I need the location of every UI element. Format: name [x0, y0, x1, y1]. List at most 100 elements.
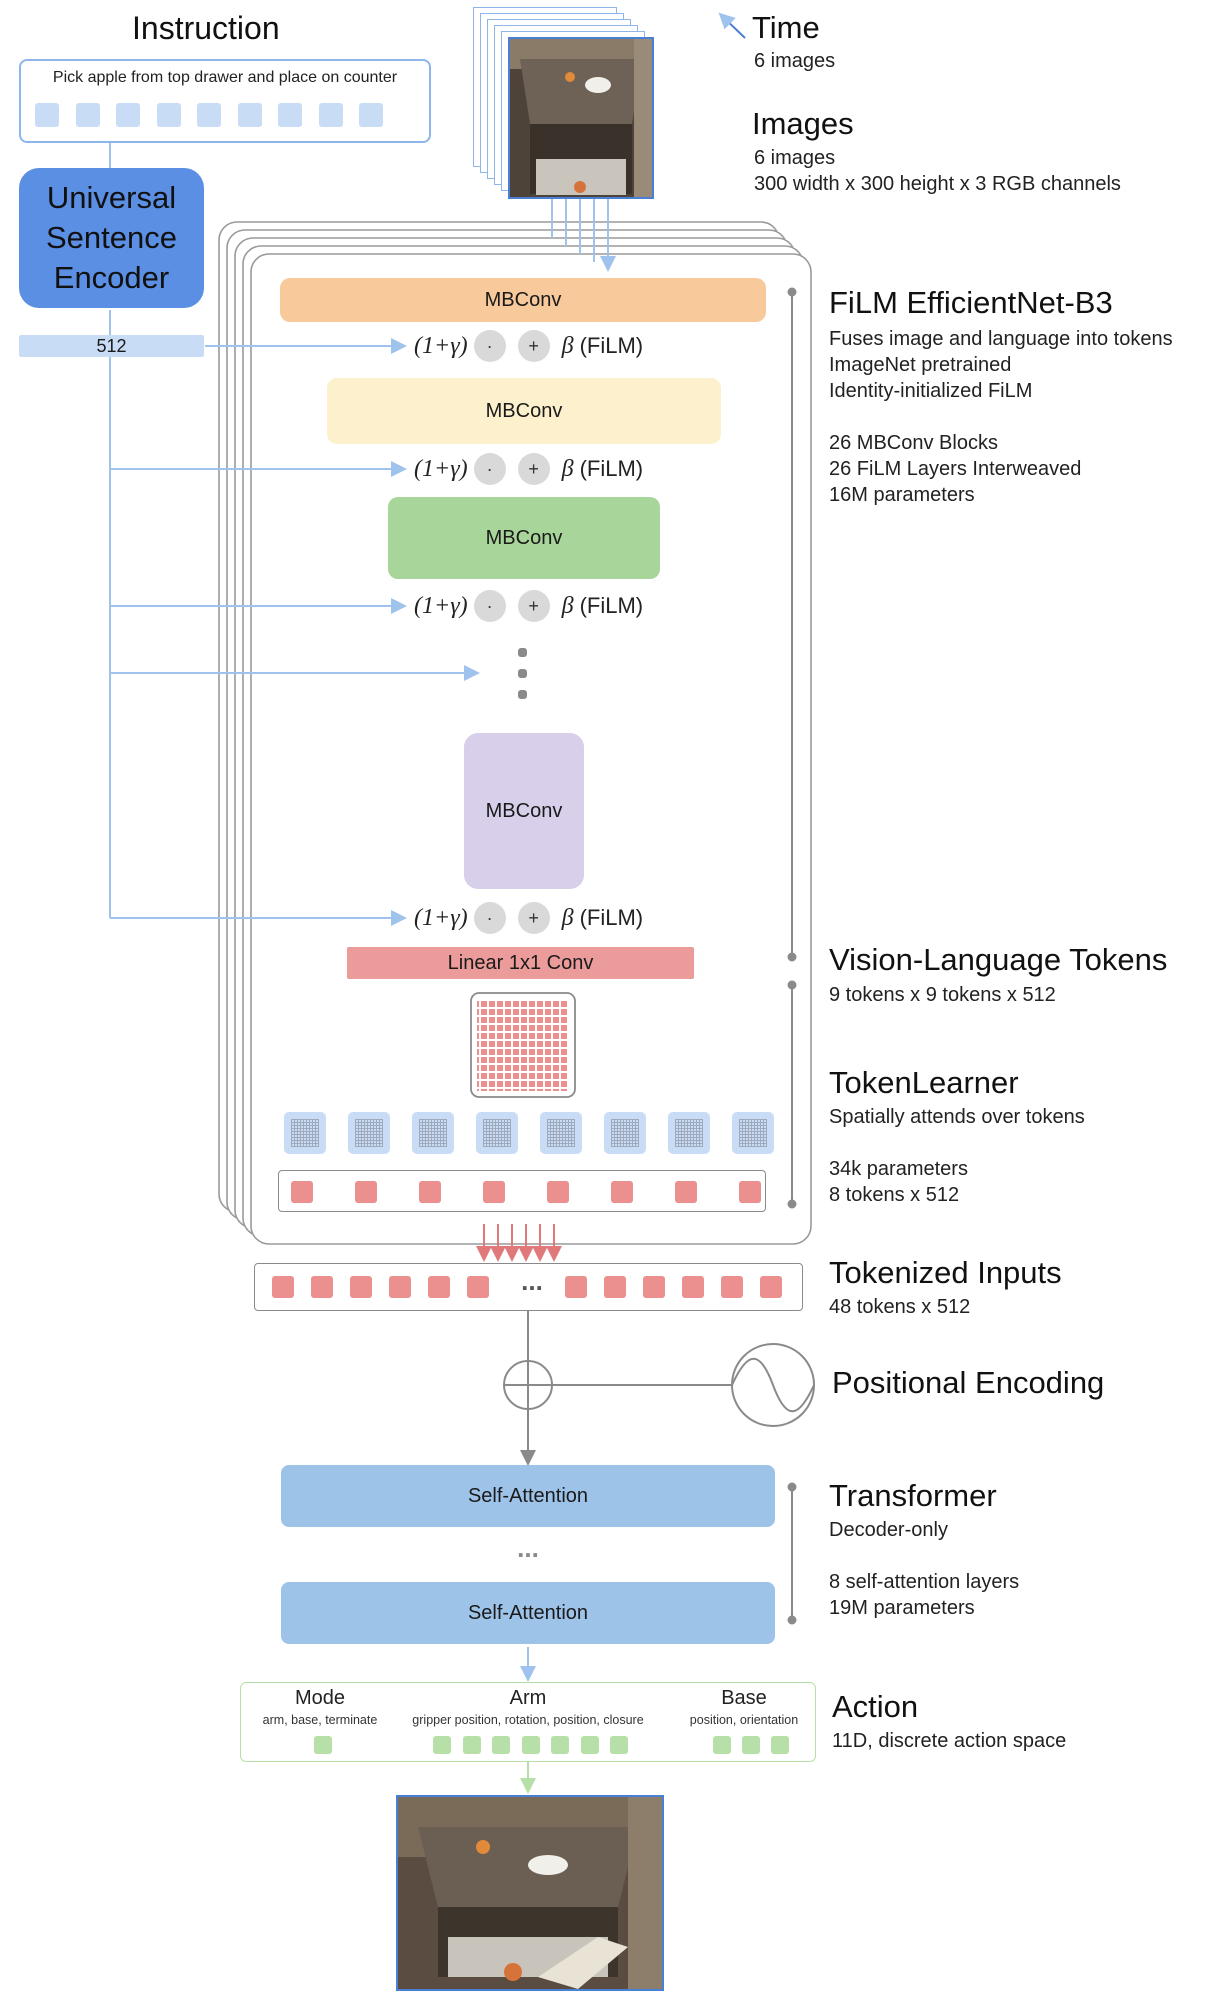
- tokenized-title: Tokenized Inputs: [829, 1255, 1062, 1290]
- action-arm-token: [610, 1736, 628, 1754]
- action-mode-desc: arm, base, terminate: [262, 1713, 378, 1727]
- images-sub2: 300 width x 300 height x 3 RGB channels: [754, 173, 1121, 195]
- attention-map-grid: [419, 1119, 447, 1147]
- bracket-film: [787, 287, 797, 962]
- bracket-tokenlearner: [787, 980, 797, 1209]
- self-attention-layer-2: Self-Attention: [281, 1582, 775, 1644]
- embedding-512: 512: [19, 335, 204, 357]
- action-base-token: [713, 1736, 731, 1754]
- instruction-token: [278, 103, 302, 127]
- add-icon: +: [517, 330, 550, 362]
- self-attention-layer-1: Self-Attention: [281, 1465, 775, 1527]
- film-beta: β: [561, 904, 574, 931]
- bracket-transformer: [787, 1482, 797, 1625]
- tokenlearner-token: [419, 1181, 441, 1203]
- mbconv-block-4: MBConv: [464, 733, 584, 889]
- tokenlearner-sub: Spatially attends over tokens: [829, 1106, 1085, 1128]
- action-arm-desc: gripper position, rotation, position, cl…: [412, 1713, 644, 1727]
- film-layer-3: (1+γ) · + β (FiLM): [414, 589, 643, 623]
- tokenlearner-token: [675, 1181, 697, 1203]
- action-base-token: [742, 1736, 760, 1754]
- film-net-line-3: Identity-initialized FiLM: [829, 380, 1033, 402]
- transformer-stat-2: 19M parameters: [829, 1597, 975, 1619]
- film-net-stat-3: 16M parameters: [829, 484, 975, 506]
- attention-map-grid: [355, 1119, 383, 1147]
- mbconv-block-3: MBConv: [388, 497, 660, 579]
- mbconv-block-1: MBConv: [280, 278, 766, 322]
- attention-map-tile: [476, 1112, 518, 1154]
- attention-map-grid: [483, 1119, 511, 1147]
- tokenized-inputs-bar: [254, 1263, 803, 1311]
- tokenized-input-token: [643, 1276, 665, 1298]
- attention-map-tile: [412, 1112, 454, 1154]
- positional-encoding-title: Positional Encoding: [832, 1365, 1105, 1400]
- film-beta: β: [561, 592, 574, 619]
- action-arm-title: Arm: [509, 1687, 547, 1709]
- action-arm-token: [492, 1736, 510, 1754]
- linear-1x1-conv: Linear 1x1 Conv: [347, 947, 694, 979]
- attention-map-tile: [540, 1112, 582, 1154]
- instruction-token: [359, 103, 383, 127]
- film-net-stat-2: 26 FiLM Layers Interweaved: [829, 458, 1082, 480]
- vl-tokens-sub: 9 tokens x 9 tokens x 512: [829, 984, 1056, 1006]
- attention-map-grid: [675, 1119, 703, 1147]
- instruction-title: Instruction: [132, 10, 280, 46]
- film-beta: β: [561, 332, 574, 359]
- attention-map-tile: [668, 1112, 710, 1154]
- film-tag: (FiLM): [579, 905, 644, 930]
- ellipsis-dot: [518, 648, 527, 657]
- attention-map-grid: [739, 1119, 767, 1147]
- attention-map-tile: [732, 1112, 774, 1154]
- tokenized-sub: 48 tokens x 512: [829, 1296, 971, 1318]
- tokenized-input-token: [682, 1276, 704, 1298]
- add-icon: +: [517, 453, 550, 485]
- transformer-sub: Decoder-only: [829, 1519, 948, 1541]
- film-layer-1: (1+γ) · + β (FiLM): [414, 329, 643, 363]
- action-arm-token: [551, 1736, 569, 1754]
- film-beta: β: [561, 455, 574, 482]
- instruction-token: [75, 103, 100, 127]
- tokenlearner-stat-1: 34k parameters: [829, 1158, 968, 1180]
- sine-wave-icon: [731, 1343, 815, 1427]
- action-base-desc: position, orientation: [689, 1713, 799, 1727]
- instruction-token: [237, 103, 262, 127]
- tokenized-input-token: [467, 1276, 489, 1298]
- tokenized-input-token: [760, 1276, 782, 1298]
- film-net-title: FiLM EfficientNet-B3: [829, 285, 1113, 320]
- instruction-text: Pick apple from top drawer and place on …: [52, 69, 398, 86]
- attention-map-grid: [547, 1119, 575, 1147]
- vision-language-token-grid: [477, 999, 569, 1091]
- film-net-line-2: ImageNet pretrained: [829, 354, 1012, 376]
- multiply-icon: ·: [473, 453, 506, 485]
- add-icon: +: [517, 590, 550, 622]
- input-scene-image: [508, 37, 654, 199]
- film-gamma: (1+γ): [414, 904, 468, 931]
- tokenized-input-token: [389, 1276, 411, 1298]
- tokenlearner-title: TokenLearner: [829, 1065, 1019, 1100]
- vl-tokens-title: Vision-Language Tokens: [829, 942, 1168, 977]
- ellipsis-dot: [518, 669, 527, 678]
- instruction-token: [116, 103, 140, 127]
- tokenlearner-token: [547, 1181, 569, 1203]
- tokenized-input-token: [311, 1276, 333, 1298]
- instruction-token: [156, 103, 181, 127]
- instruction-box: Pick apple from top drawer and place on …: [19, 59, 431, 143]
- attention-map-tile: [604, 1112, 646, 1154]
- time-title: Time: [752, 10, 820, 45]
- film-tag: (FiLM): [579, 593, 644, 618]
- tokenized-input-token: [272, 1276, 294, 1298]
- action-arm-token: [462, 1736, 481, 1754]
- film-tag: (FiLM): [579, 333, 644, 358]
- film-net-line-1: Fuses image and language into tokens: [829, 328, 1173, 350]
- action-arm-token: [521, 1736, 540, 1754]
- tokenized-input-token: [604, 1276, 626, 1298]
- instruction-token: [318, 103, 343, 127]
- transformer-ellipsis: ...: [517, 1533, 539, 1563]
- tokenlearner-stat-2: 8 tokens x 512: [829, 1184, 960, 1206]
- instruction-token: [35, 103, 59, 127]
- attention-map-grid: [291, 1119, 319, 1147]
- film-net-stat-1: 26 MBConv Blocks: [829, 432, 998, 454]
- add-icon: +: [517, 902, 550, 934]
- film-gamma: (1+γ): [414, 332, 468, 359]
- action-arm-token: [580, 1736, 599, 1754]
